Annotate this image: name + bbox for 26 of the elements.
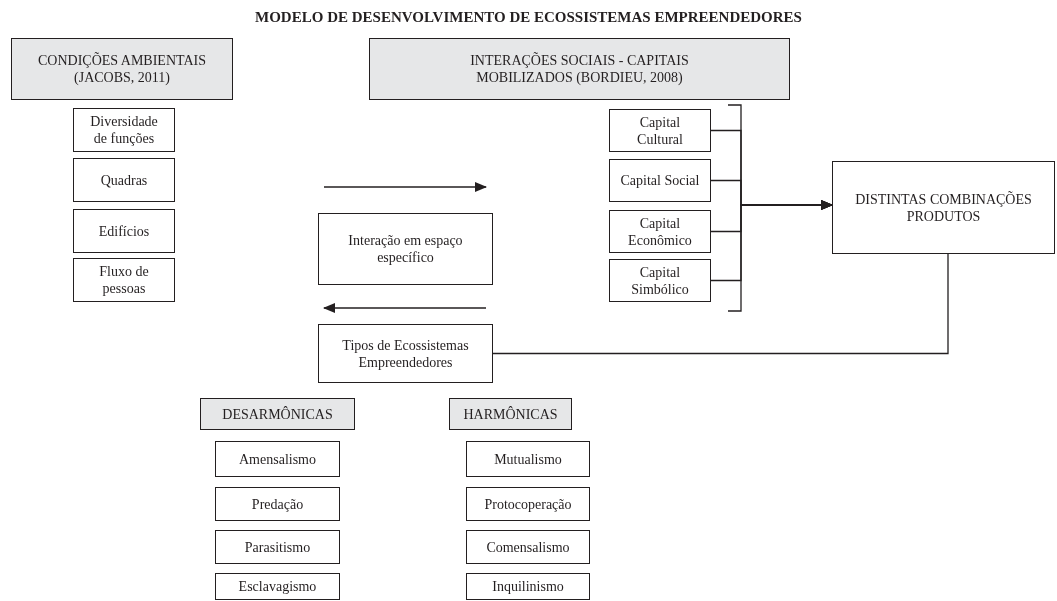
text-box: Amensalismo: [215, 441, 340, 477]
text-box: Quadras: [73, 158, 175, 202]
text-box: Esclavagismo: [215, 573, 340, 600]
header-box: CONDIÇÕES AMBIENTAIS (JACOBS, 2011): [11, 38, 233, 100]
diagram-title: MODELO DE DESENVOLVIMENTO DE ECOSSISTEMAS EMPREENDEDORES: [254, 8, 803, 27]
text-box: Inquilinismo: [466, 573, 590, 600]
text-box: DISTINTAS COMBINAÇÕES PRODUTOS: [832, 161, 1055, 254]
connector-line: [492, 253, 949, 355]
text-box: Capital Social: [609, 159, 711, 202]
text-box: Parasitismo: [215, 530, 340, 564]
text-box: Capital Simbólico: [609, 259, 711, 302]
text-box: Protocoperação: [466, 487, 590, 521]
arrow: [710, 200, 833, 282]
text-box: Fluxo de pessoas: [73, 258, 175, 302]
text-box: Interação em espaço específico: [318, 213, 493, 285]
text-box: Capital Econômico: [609, 210, 711, 253]
header-box: HARMÔNICAS: [449, 398, 572, 430]
header-box: DESARMÔNICAS: [200, 398, 355, 430]
text-box: Predação: [215, 487, 340, 521]
text-box: Edifícios: [73, 209, 175, 253]
text-box: Capital Cultural: [609, 109, 711, 152]
header-box: INTERAÇÕES SOCIAIS - CAPITAIS MOBILIZADOS (BORDIEU, 2008): [369, 38, 790, 100]
text-box: Diversidade de funções: [73, 108, 175, 152]
text-box: Mutualismo: [466, 441, 590, 477]
text-box: Tipos de Ecossistemas Empreendedores: [318, 324, 493, 383]
text-box: Comensalismo: [466, 530, 590, 564]
